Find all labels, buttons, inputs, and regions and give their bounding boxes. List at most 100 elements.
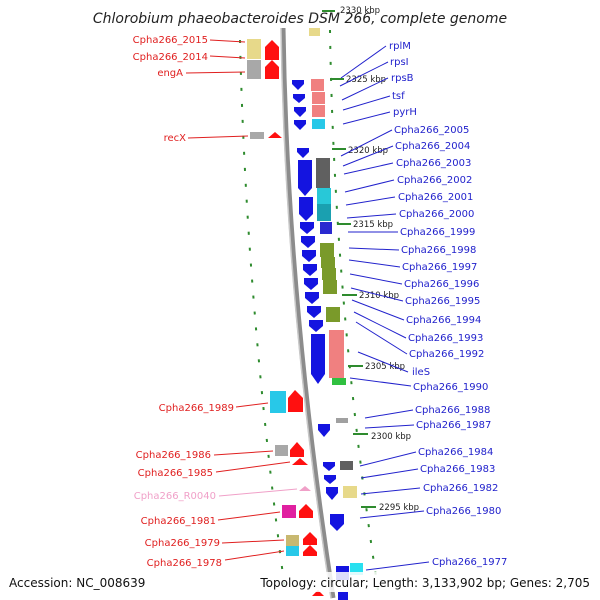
gene-label-forward: pyrH xyxy=(393,107,417,118)
gene-label-forward: rplM xyxy=(389,41,411,52)
gene-label-forward: Cpha266_1983 xyxy=(420,464,495,475)
genome-title: Chlorobium phaeobacteroides DSM 266, com… xyxy=(93,11,507,27)
gene-arrow xyxy=(326,487,338,500)
gene-arrow xyxy=(292,458,308,465)
gene-label-forward: rpsI xyxy=(390,57,409,68)
gene-label-forward: Cpha266_1982 xyxy=(423,483,498,494)
gene-box xyxy=(332,378,346,385)
gene-box xyxy=(336,418,348,423)
gene-arrow xyxy=(338,592,348,600)
forward-gene-labels xyxy=(339,45,430,571)
gene-box xyxy=(312,119,325,129)
gene-arrow xyxy=(300,222,314,234)
gene-label-reverse: Cpha266_1985 xyxy=(138,468,213,479)
gene-arrow xyxy=(324,475,336,484)
gene-label-forward: Cpha266_2004 xyxy=(395,141,470,152)
outer-track-left xyxy=(239,39,286,591)
kbp-marker: 2320 kbp xyxy=(348,146,388,156)
gene-arrow xyxy=(302,250,316,262)
gene-box xyxy=(311,79,324,91)
gene-box xyxy=(320,243,334,257)
outer-track-right xyxy=(329,29,379,591)
gene-box xyxy=(247,39,261,59)
kbp-marker: 2310 kbp xyxy=(359,291,399,301)
gene-label-forward: Cpha266_1993 xyxy=(408,333,483,344)
gene-label-forward: ileS xyxy=(412,367,430,378)
gene-arrow xyxy=(292,80,304,90)
gene-arrow xyxy=(265,40,279,60)
gene-box xyxy=(320,222,332,234)
forward-gene-label-text: rplM rpsI rpsB tsf pyrH Cpha266_2005 Cph… xyxy=(389,41,507,568)
genome-backbone xyxy=(280,27,336,599)
gene-arrow xyxy=(294,120,306,130)
gene-box xyxy=(286,546,299,556)
gene-box xyxy=(312,105,325,117)
gene-box xyxy=(275,445,288,456)
gene-box xyxy=(323,280,337,294)
kbp-markers: 2330 kbp 2325 kbp 2320 kbp 2315 kbp 2310… xyxy=(322,6,419,513)
gene-label-forward: Cpha266_1996 xyxy=(404,279,479,290)
gene-arrow xyxy=(268,132,282,138)
gene-arrow xyxy=(265,60,279,79)
genome-backbone-highlight xyxy=(280,27,332,599)
gene-label-forward: Cpha266_1987 xyxy=(416,420,491,431)
gene-box xyxy=(317,188,331,204)
gene-arrow xyxy=(307,306,321,318)
gene-arrow xyxy=(299,504,313,518)
kbp-marker: 2330 kbp xyxy=(340,6,380,16)
gene-arrow xyxy=(297,148,309,158)
kbp-marker: 2315 kbp xyxy=(353,220,393,230)
gene-arrow xyxy=(294,107,306,117)
gene-label-forward: Cpha266_2003 xyxy=(396,158,471,169)
reverse-gene-labels: Cpha266_2015 Cpha266_2014 engA recX Cpha… xyxy=(133,35,298,569)
gene-label-reverse: Cpha266_2015 xyxy=(133,35,208,46)
gene-arrow xyxy=(301,236,315,248)
gene-label-forward: Cpha266_1998 xyxy=(401,245,476,256)
gene-label-forward: Cpha266_1999 xyxy=(400,227,475,238)
gene-label-forward: Cpha266_1977 xyxy=(432,557,507,568)
kbp-marker: 2305 kbp xyxy=(365,362,405,372)
gene-label-forward: tsf xyxy=(392,91,405,102)
gene-arrow xyxy=(312,590,324,596)
gene-arrow xyxy=(305,292,319,304)
gene-label-forward: rpsB xyxy=(391,73,414,84)
gene-arrow xyxy=(323,462,335,471)
gene-arrow xyxy=(303,264,317,276)
gene-label-reverse: Cpha266_1986 xyxy=(136,450,211,461)
gene-box xyxy=(317,204,331,221)
gene-box xyxy=(343,486,357,498)
gene-label-reverse: Cpha266_2014 xyxy=(133,52,208,63)
gene-box xyxy=(312,92,325,104)
gene-box xyxy=(321,257,335,268)
gene-arrow xyxy=(293,94,305,103)
gene-box xyxy=(309,28,320,36)
gene-box xyxy=(250,132,264,139)
gene-arrow xyxy=(290,442,304,457)
gene-arrow xyxy=(303,532,317,545)
kbp-marker: 2295 kbp xyxy=(379,503,419,513)
gene-label-reverse: Cpha266_1978 xyxy=(147,558,222,569)
gene-label-reverse: Cpha266_1979 xyxy=(145,538,220,549)
gene-label-forward: Cpha266_1995 xyxy=(405,296,480,307)
gene-arrow xyxy=(303,545,317,556)
gene-label-forward: Cpha266_2001 xyxy=(398,192,473,203)
gene-box xyxy=(247,60,261,79)
gene-label-forward: Cpha266_2000 xyxy=(399,209,474,220)
gene-arrow xyxy=(304,278,318,290)
gene-box xyxy=(326,307,340,322)
gene-arrow xyxy=(309,320,323,332)
footer-backdrop xyxy=(0,572,600,592)
gene-box xyxy=(329,330,344,378)
gene-arrow xyxy=(299,197,313,221)
gene-box xyxy=(282,505,296,518)
gene-box xyxy=(322,268,336,280)
gene-arrow xyxy=(318,424,330,437)
gene-box xyxy=(340,461,353,470)
gene-arrow xyxy=(299,486,311,491)
gene-label-rna: Cpha266_R0040 xyxy=(134,491,216,502)
topology-text: Topology: circular; Length: 3,133,902 bp… xyxy=(259,576,590,590)
gene-label-reverse: recX xyxy=(164,133,187,144)
gene-label-forward: Cpha266_1997 xyxy=(402,262,477,273)
gene-arrow xyxy=(330,514,344,531)
